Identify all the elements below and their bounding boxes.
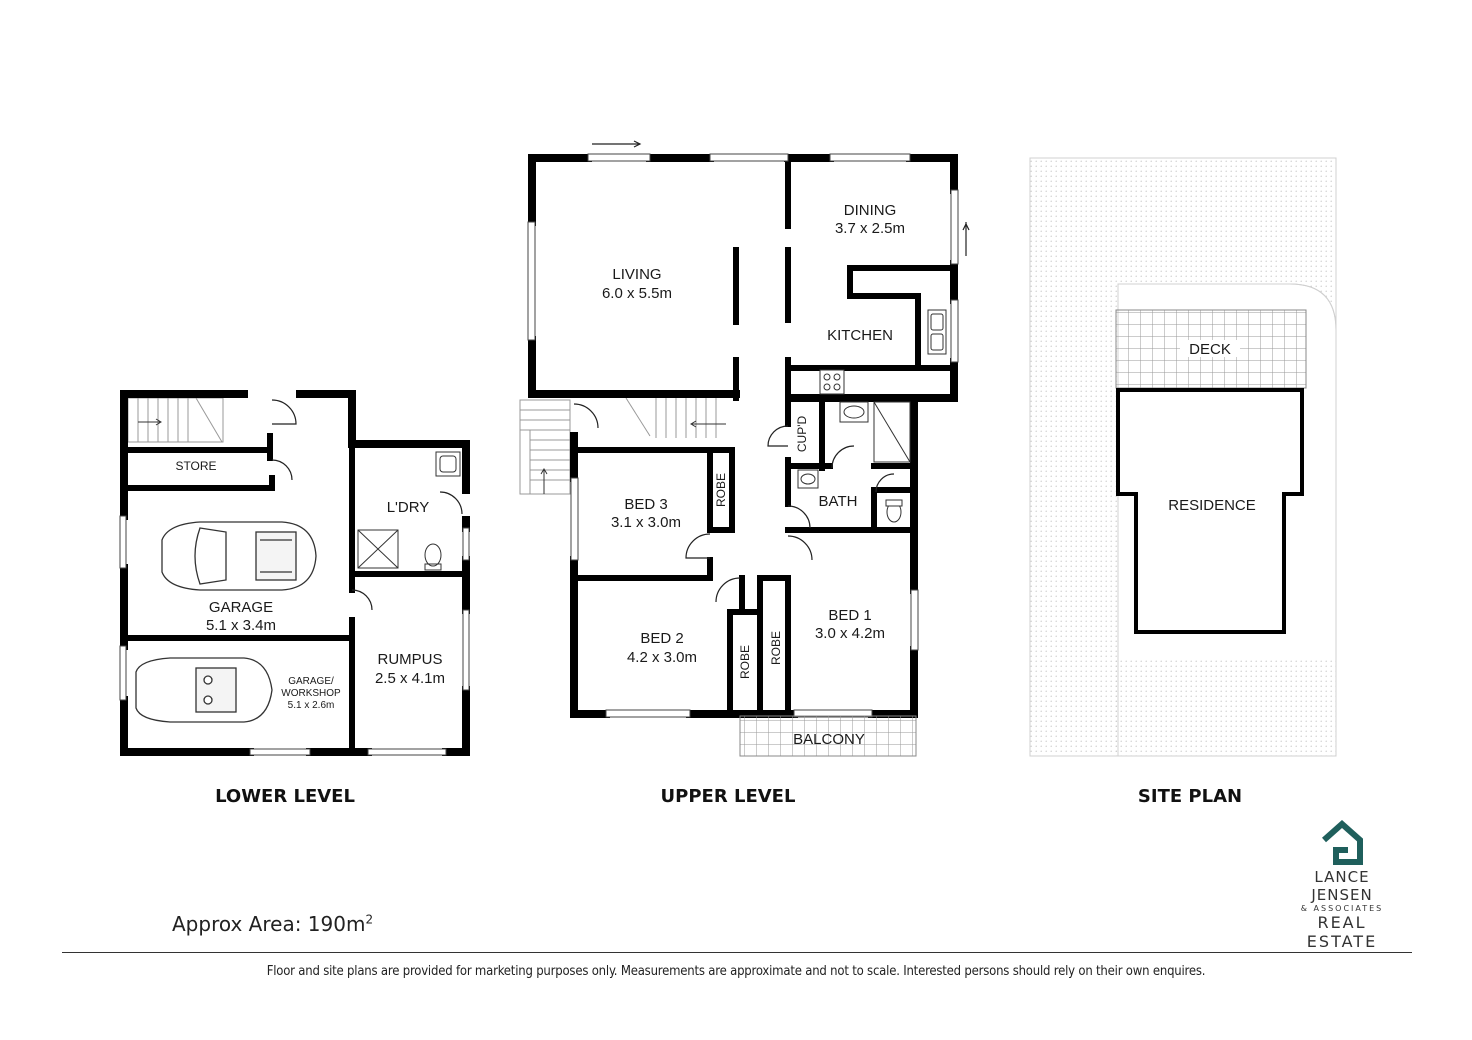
living-label: LIVING (612, 266, 661, 283)
bath-label: BATH (819, 493, 858, 510)
bed3-dimensions: 3.1 x 3.0m (611, 514, 681, 531)
cupboard-label: CUP'D (795, 416, 809, 453)
site-plan-title: SITE PLAN (1138, 786, 1242, 807)
laundry-label: L'DRY (387, 499, 430, 516)
robe-label-bed2: ROBE (738, 645, 752, 679)
dining-label: DINING (844, 202, 897, 219)
brand-subtitle: & ASSOCIATES (1300, 904, 1384, 913)
garage-car-icon (161, 521, 317, 591)
bed2-dimensions: 4.2 x 3.0m (627, 649, 697, 666)
garage-label: GARAGE (209, 599, 273, 616)
lower-level-plan (119, 390, 470, 756)
workshop-car-icon (135, 657, 273, 723)
brand-name: LANCE JENSEN (1311, 868, 1373, 904)
entry-stair (519, 399, 571, 495)
workshop-label-2: WORKSHOP (281, 688, 341, 699)
store-label: STORE (175, 459, 216, 473)
footer-divider (62, 952, 1412, 953)
upper-level-title: UPPER LEVEL (661, 786, 796, 807)
upper-level-plan (519, 140, 970, 757)
balcony-label: BALCONY (793, 731, 865, 748)
residence-label: RESIDENCE (1168, 497, 1256, 514)
bed1-label: BED 1 (828, 607, 871, 624)
garage-dimensions: 5.1 x 3.4m (206, 617, 276, 634)
robe-label-bed3: ROBE (714, 473, 728, 507)
bed1-dimensions: 3.0 x 4.2m (815, 625, 885, 642)
kitchen-label: KITCHEN (827, 327, 893, 344)
lower-stair (127, 397, 224, 443)
area-unit-superscript: 2 (365, 912, 374, 927)
approx-area-text: Approx Area: 190m (172, 912, 366, 936)
brand-tagline: REAL ESTATE (1306, 913, 1378, 951)
residence-outline (1116, 388, 1304, 634)
rumpus-dimensions: 2.5 x 4.1m (375, 670, 445, 687)
bed3-label: BED 3 (624, 496, 667, 513)
robe-label-bed1: ROBE (769, 631, 783, 665)
workshop-dimensions: 5.1 x 2.6m (288, 700, 335, 711)
site-plan (1029, 157, 1337, 757)
disclaimer-text: Floor and site plans are provided for ma… (266, 964, 1206, 979)
dining-dimensions: 3.7 x 2.5m (835, 220, 905, 237)
internal-stair (625, 397, 726, 438)
rumpus-label: RUMPUS (377, 651, 442, 668)
workshop-label-1: GARAGE/ (288, 676, 334, 687)
balcony-area (739, 715, 917, 757)
house-logo-icon (1322, 820, 1363, 865)
lower-level-title: LOWER LEVEL (215, 786, 355, 807)
living-dimensions: 6.0 x 5.5m (602, 285, 672, 302)
bed2-label: BED 2 (640, 630, 683, 647)
deck-label: DECK (1189, 341, 1231, 358)
approx-area: Approx Area: 190m2 (172, 912, 373, 936)
brand-block: LANCE JENSEN & ASSOCIATES REAL ESTATE (1282, 820, 1402, 951)
